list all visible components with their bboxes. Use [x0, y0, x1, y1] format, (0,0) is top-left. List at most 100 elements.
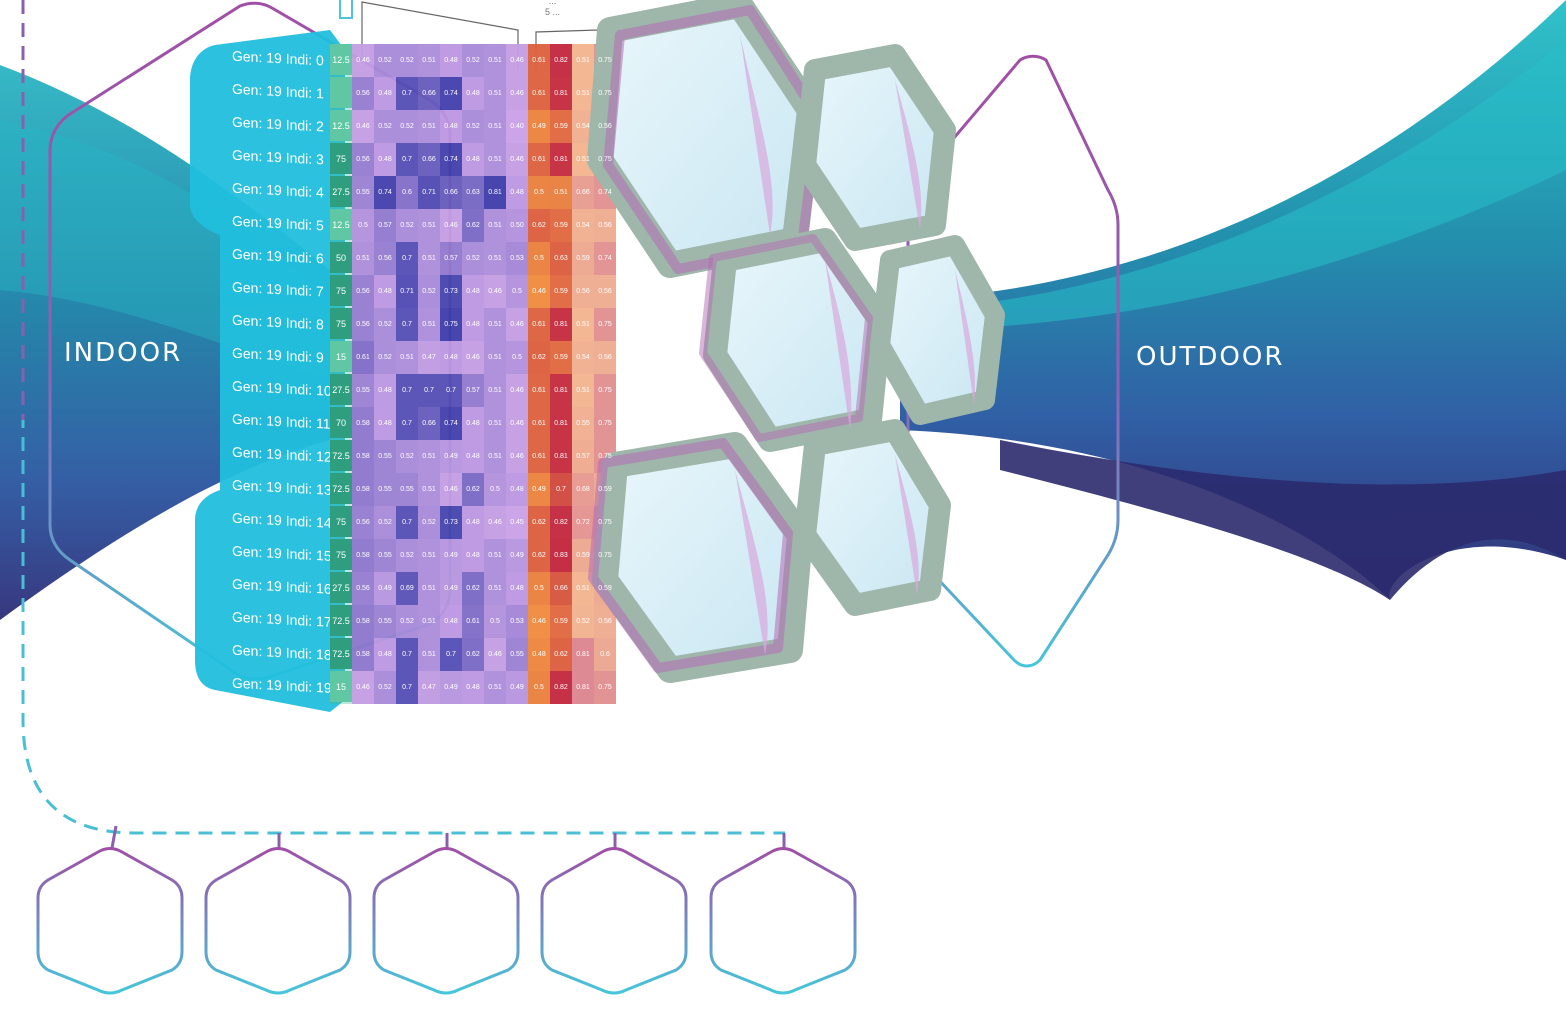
heatmap-cell: 0.5	[528, 242, 550, 275]
heatmap-cell: 0.5	[506, 341, 528, 374]
hex-module-mid-right	[880, 245, 995, 415]
hex-module-top-right	[805, 55, 945, 240]
heatmap-cell: 0.55	[352, 176, 374, 209]
heatmap-cell: 0.52	[572, 605, 594, 638]
heatmap-cell: 0.71	[418, 176, 440, 209]
heatmap-cell: 0.75	[594, 374, 616, 407]
heatmap-cell: 0.61	[352, 341, 374, 374]
hexagon-icon	[542, 849, 686, 994]
top-note: ... 5 ...	[545, 0, 560, 18]
heatmap-cell: 0.59	[550, 275, 572, 308]
heatmap-cell: 0.51	[484, 110, 506, 143]
heatmap-cell: 0.51	[572, 308, 594, 341]
heatmap-cell: 0.56	[374, 242, 396, 275]
heatmap-fitness-cell: 27.5	[330, 374, 352, 405]
heatmap-cell: 0.5	[528, 572, 550, 605]
heatmap-cell: 0.52	[396, 110, 418, 143]
heatmap-cell: 0.56	[594, 341, 616, 374]
heatmap-cell: 0.49	[506, 671, 528, 704]
heatmap-cell: 0.66	[440, 176, 462, 209]
heatmap-cell: 0.48	[440, 110, 462, 143]
heatmap-cell: 0.46	[506, 143, 528, 176]
heatmap-cell: 0.59	[572, 242, 594, 275]
heatmap-cell: 0.83	[550, 539, 572, 572]
heatmap-cell: 0.58	[352, 473, 374, 506]
heatmap-cell: 0.62	[528, 209, 550, 242]
heatmap-cell: 0.61	[528, 77, 550, 110]
heatmap-cell: 0.46	[506, 440, 528, 473]
heatmap-cell: 0.81	[550, 407, 572, 440]
heatmap-fitness-cell: 72.5	[330, 638, 352, 669]
heatmap-cell: 0.75	[594, 407, 616, 440]
heatmap-cell: 0.7	[396, 506, 418, 539]
heatmap-cell: 0.48	[506, 176, 528, 209]
heatmap-cell: 0.52	[462, 44, 484, 77]
heatmap-cell: 0.59	[550, 341, 572, 374]
heatmap-cell: 0.52	[396, 209, 418, 242]
heatmap-cell: 0.51	[418, 110, 440, 143]
heatmap-cell: 0.54	[572, 110, 594, 143]
heatmap-cell: 0.51	[484, 407, 506, 440]
heatmap-cell: 0.52	[418, 275, 440, 308]
heatmap-cell: 0.51	[418, 440, 440, 473]
heatmap-cell: 0.61	[528, 308, 550, 341]
heatmap-cell: 0.52	[374, 308, 396, 341]
heatmap-cell: 0.48	[440, 341, 462, 374]
heatmap-cell: 0.49	[440, 440, 462, 473]
heatmap-cell: 0.48	[528, 638, 550, 671]
heatmap-cell: 0.50	[506, 209, 528, 242]
heatmap-cell: 0.7	[440, 638, 462, 671]
heatmap-cell: 0.59	[550, 110, 572, 143]
heatmap-cell: 0.55	[396, 473, 418, 506]
heatmap-cell: 0.74	[594, 242, 616, 275]
heatmap-cell: 0.7	[550, 473, 572, 506]
heatmap-cell: 0.52	[396, 440, 418, 473]
heatmap-cell: 0.48	[374, 374, 396, 407]
heatmap-cell: 0.7	[418, 374, 440, 407]
heatmap-cell: 0.46	[484, 275, 506, 308]
heatmap-cell: 0.5	[484, 605, 506, 638]
heatmap-cell: 0.61	[462, 605, 484, 638]
heatmap-cell: 0.48	[462, 407, 484, 440]
heatmap-cell: 0.81	[550, 308, 572, 341]
heatmap-fitness-cell: 72.5	[330, 440, 352, 471]
heatmap-cell: 0.73	[440, 506, 462, 539]
heatmap-cell: 0.55	[374, 473, 396, 506]
heatmap-fitness-cell: 72.5	[330, 473, 352, 504]
heatmap-cell: 0.48	[440, 44, 462, 77]
heatmap-cell: 0.48	[374, 77, 396, 110]
heatmap-cell: 0.52	[418, 506, 440, 539]
heatmap-fitness-cell: 75	[330, 308, 352, 339]
heatmap-cell: 0.63	[550, 242, 572, 275]
heatmap-cell: 0.46	[528, 275, 550, 308]
heatmap-cell: 0.5	[484, 473, 506, 506]
heatmap-cell: 0.75	[594, 44, 616, 77]
heatmap-cell: 0.51	[418, 638, 440, 671]
heatmap-cell: 0.81	[550, 77, 572, 110]
heatmap-cell: 0.59	[594, 473, 616, 506]
heatmap-cell: 0.56	[572, 275, 594, 308]
heatmap-cell: 0.61	[528, 44, 550, 77]
heatmap-cell: 0.7	[396, 407, 418, 440]
heatmap-cell: 0.57	[374, 209, 396, 242]
heatmap-cell: 0.51	[550, 176, 572, 209]
heatmap-cell: 0.55	[572, 407, 594, 440]
hexagon-icon	[374, 849, 518, 994]
hexagon-icon	[38, 849, 182, 994]
heatmap-cell: 0.53	[506, 605, 528, 638]
heatmap-cell: 0.48	[462, 143, 484, 176]
heatmap-fitness-cell: 15	[330, 671, 352, 702]
heatmap-cell: 0.48	[506, 473, 528, 506]
heatmap-cell: 0.57	[572, 440, 594, 473]
heatmap-cell: 0.51	[484, 209, 506, 242]
outdoor-label: OUTDOOR	[1136, 342, 1284, 372]
heatmap-cell: 0.7	[396, 671, 418, 704]
heatmap-cell: 0.51	[484, 308, 506, 341]
heatmap-cell: 0.56	[352, 275, 374, 308]
bottom-hexagon-row	[38, 849, 855, 994]
heatmap-fitness-cell: 75	[330, 539, 352, 570]
heatmap-cell: 0.81	[572, 671, 594, 704]
heatmap-cell: 0.51	[418, 572, 440, 605]
hex-module-bottom-right	[805, 430, 940, 605]
heatmap-cell: 0.66	[418, 77, 440, 110]
